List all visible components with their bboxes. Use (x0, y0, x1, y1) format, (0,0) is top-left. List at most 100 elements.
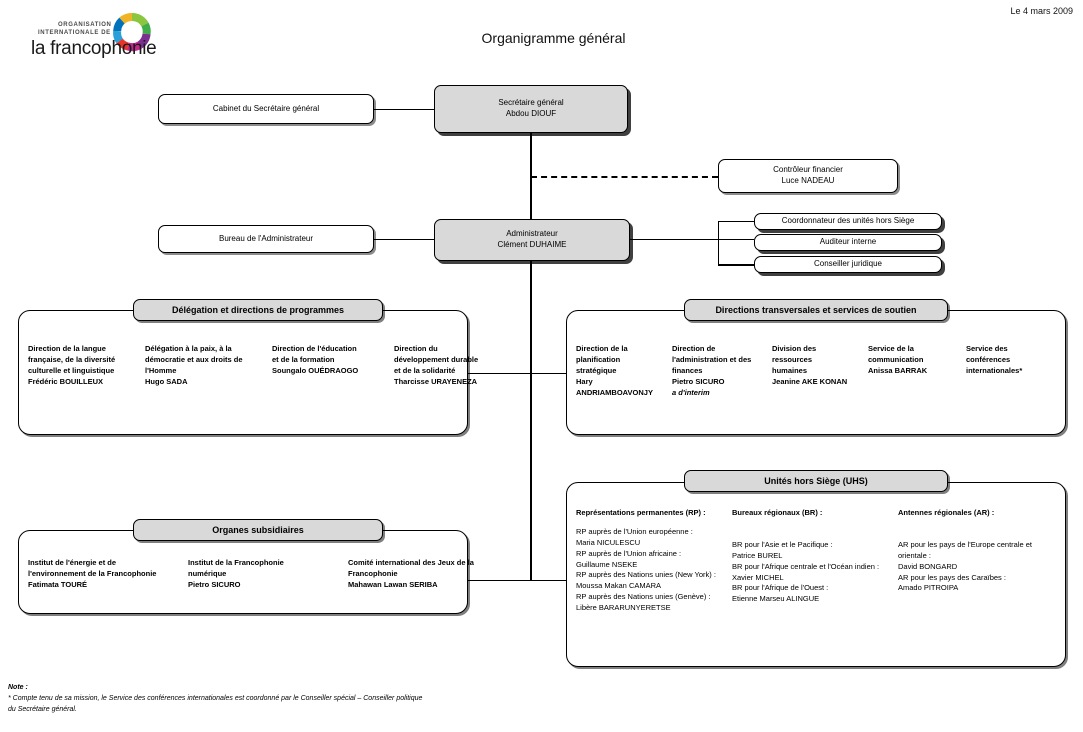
uhs-col0-entry-4: RP auprès des Nations unies (New York) : (576, 570, 716, 580)
delegation-column-0: Direction de la langue française, de la … (28, 344, 133, 388)
delegation-col0-name: Frédéric BOUILLEUX (28, 376, 104, 386)
panel-uhs-header: Unités hors Siège (UHS) (684, 470, 948, 492)
logo-ring-icon (110, 10, 154, 54)
logo-line-1: ORGANISATION (58, 22, 112, 28)
transversales-col1-title: Direction de l'administration et des fin… (672, 344, 752, 375)
node-controleur-financier[interactable]: Contrôleur financier Luce NADEAU (718, 159, 898, 193)
uhs-col0-entry-1: Maria NICULESCU (576, 537, 641, 547)
organes-col1-title: Institut de la Francophonie numérique (188, 558, 284, 578)
node-coordonnateur-label: Coordonnateur des unités hors Siège (781, 216, 915, 226)
transversales-column-4: Service des conférences internationales* (966, 344, 1052, 377)
connector-controleur-dashed (531, 176, 718, 178)
node-coordonnateur-uhs[interactable]: Coordonnateur des unités hors Siège (754, 213, 942, 230)
transversales-column-2: Division des ressources humaines Jeanine… (772, 344, 848, 388)
delegation-column-2: Direction de l'éducation et de la format… (272, 344, 362, 377)
panel-transversales-header: Directions transversales et services de … (684, 299, 948, 321)
uhs-column-1: Bureaux régionaux (BR) : BR pour l'Asie … (732, 508, 887, 605)
delegation-col3-name: Tharcisse URAYENEZA (394, 376, 478, 386)
delegation-column-1: Délégation à la paix, à la démocratie et… (145, 344, 253, 388)
transversales-col2-title: Division des ressources humaines (772, 344, 817, 375)
node-cabinet-label: Cabinet du Secrétaire général (212, 103, 320, 113)
node-sg-title: Secrétaire général (498, 98, 564, 108)
connector-trunk-organes (468, 580, 532, 581)
connector-admin-trunk (530, 259, 532, 581)
uhs-col1-entry-4: BR pour l'Afrique de l'Ouest : (732, 583, 829, 593)
transversales-col1-note: a d'interim (672, 387, 710, 397)
connector-trunk-uhs (530, 580, 566, 581)
panel-delegation (18, 310, 468, 435)
node-bureau-administrateur[interactable]: Bureau de l'Administrateur (158, 225, 374, 253)
transversales-col0-title: Direction de la planification stratégiqu… (576, 344, 628, 375)
connector-trunk-transversales (530, 373, 566, 374)
uhs-col2-entry-1: David BONGARD (898, 561, 958, 571)
connector-admin-bracket (630, 239, 718, 240)
uhs-col0-entry-5: Moussa Makan CAMARA (576, 581, 662, 591)
uhs-col1-entry-1: Patrice BUREL (732, 550, 783, 560)
transversales-column-3: Service de la communication Anissa BARRA… (868, 344, 948, 377)
node-auditeur-interne[interactable]: Auditeur interne (754, 234, 942, 251)
node-cabinet[interactable]: Cabinet du Secrétaire général (158, 94, 374, 124)
organes-col1-name: Pietro SICURO (188, 579, 241, 589)
uhs-col0-entry-0: RP auprès de l'Union européenne : (576, 526, 693, 536)
delegation-col2-title: Direction de l'éducation et de la format… (272, 344, 357, 364)
uhs-col0-entry-7: Libère BARARUNYERETSE (576, 603, 671, 612)
organes-column-1: Institut de la Francophonie numérique Pi… (188, 558, 318, 591)
transversales-col0-name: Hary ANDRIAMBOAVONJY (576, 376, 653, 397)
delegation-col3-title: Direction du développement durable et de… (394, 344, 479, 375)
node-auditeur-label: Auditeur interne (819, 237, 877, 247)
page-title: Organigramme général (481, 30, 626, 46)
delegation-column-3: Direction du développement durable et de… (394, 344, 486, 388)
node-sg-name: Abdou DIOUF (505, 109, 557, 118)
note-text: * Compte tenu de sa mission, le Service … (8, 695, 423, 713)
delegation-col0-title: Direction de la langue française, de la … (28, 344, 116, 375)
node-admin-name: Clément DUHAIME (497, 240, 567, 249)
uhs-col1-entry-5: Etienne Marseu ALINGUE (732, 594, 820, 604)
transversales-col3-title: Service de la communication (868, 344, 924, 364)
node-admin-title: Administrateur (506, 229, 558, 239)
node-conseiller-juridique[interactable]: Conseiller juridique (754, 256, 942, 273)
logo-name: la francophonie (31, 38, 157, 59)
connector-bracket-conseiller (718, 264, 754, 266)
document-date: Le 4 mars 2009 (1010, 6, 1073, 16)
panel-delegation-header: Délégation et directions de programmes (133, 299, 383, 321)
organes-column-2: Comité international des Jeux de la Fran… (348, 558, 483, 591)
node-bureau-label: Bureau de l'Administrateur (218, 233, 314, 243)
uhs-col1-entry-2: BR pour l'Afrique centrale et l'Océan in… (732, 561, 880, 571)
node-administrateur[interactable]: Administrateur Clément DUHAIME (434, 219, 630, 261)
organes-col2-title: Comité international des Jeux de la Fran… (348, 558, 474, 578)
uhs-column-0: Représentations permanentes (RP) : RP au… (576, 508, 726, 614)
node-secretaire-general[interactable]: Secrétaire général Abdou DIOUF (434, 85, 628, 133)
logo-line-2: INTERNATIONALE DE (38, 30, 111, 36)
note-label: Note : (8, 684, 28, 691)
node-controleur-name: Luce NADEAU (781, 176, 835, 185)
bracket-vertical-right (718, 221, 719, 265)
connector-bracket-coordonnateur (718, 221, 754, 222)
organes-col0-name: Fatimata TOURÉ (28, 579, 88, 589)
uhs-col2-entry-2: AR pour les pays des Caraïbes : (898, 572, 1006, 582)
uhs-col2-entry-0: AR pour les pays de l'Europe centrale et… (898, 539, 1033, 560)
delegation-col2-name: Soungalo OUÉDRAOGO (272, 365, 359, 375)
organes-col0-title: Institut de l'énergie et de l'environnem… (28, 558, 157, 578)
delegation-col1-name: Hugo SADA (145, 376, 188, 386)
transversales-col3-name: Anissa BARRAK (868, 365, 928, 375)
connector-bracket-auditeur (718, 239, 754, 240)
uhs-col0-entry-3: Guillaume NSEKE (576, 559, 638, 569)
organes-column-0: Institut de l'énergie et de l'environnem… (28, 558, 158, 591)
uhs-col2-title: Antennes régionales (AR) : (898, 508, 995, 517)
oif-logo: ORGANISATION INTERNATIONALE DE la franco… (28, 8, 208, 66)
uhs-col0-title: Représentations permanentes (RP) : (576, 508, 706, 517)
uhs-col0-entry-6: RP auprès des Nations unies (Genève) : (576, 592, 711, 602)
connector-bureau-admin (372, 239, 434, 240)
panel-organes-header: Organes subsidiaires (133, 519, 383, 541)
uhs-col1-entry-0: BR pour l'Asie et le Pacifique : (732, 539, 833, 549)
delegation-col1-title: Délégation à la paix, à la démocratie et… (145, 344, 243, 375)
organes-col2-name: Mahawan Lawan SERIBA (348, 579, 438, 589)
transversales-col2-name: Jeanine AKE KONAN (772, 376, 848, 386)
node-controleur-title: Contrôleur financier (773, 165, 843, 175)
uhs-col1-title: Bureaux régionaux (BR) : (732, 508, 823, 517)
connector-cabinet-sg (372, 109, 434, 110)
transversales-column-0: Direction de la planification stratégiqu… (576, 344, 662, 398)
transversales-column-1: Direction de l'administration et des fin… (672, 344, 754, 398)
node-conseiller-label: Conseiller juridique (813, 259, 883, 269)
